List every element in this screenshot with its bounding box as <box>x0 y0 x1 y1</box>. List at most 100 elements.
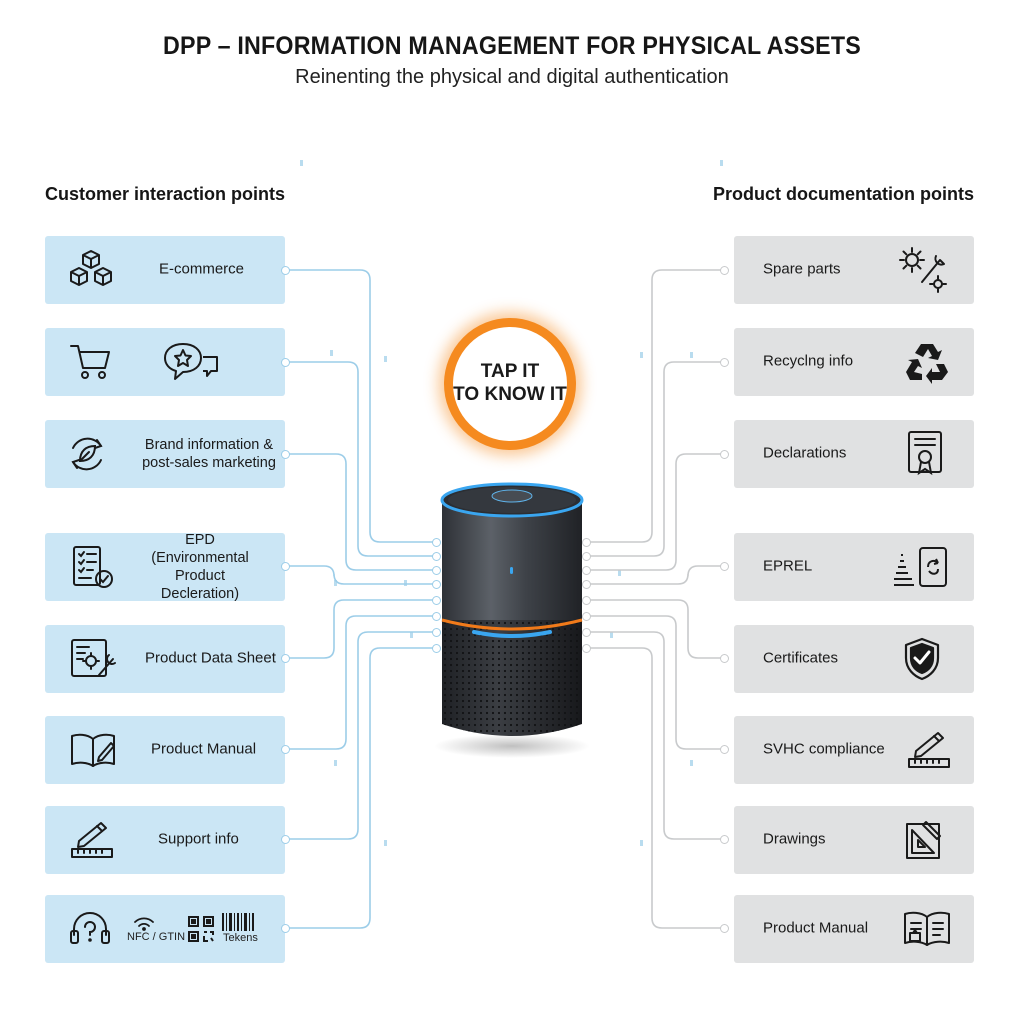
tap-line-1: TAP IT <box>480 361 540 383</box>
connector-endpoint <box>431 595 441 605</box>
background-mark <box>690 760 693 766</box>
card-label: Product Manual <box>763 919 869 937</box>
background-mark <box>690 352 693 358</box>
manual-book-icon <box>902 909 952 949</box>
background-mark <box>404 580 407 586</box>
connector-endpoint <box>280 744 290 754</box>
card-brand-information[interactable]: Brand information &post-sales marketing <box>45 420 285 488</box>
card-connectivity[interactable]: NFC / GTIN Tekens <box>45 895 285 963</box>
connector-line <box>285 565 436 585</box>
connector-endpoint <box>280 449 290 459</box>
smart-speaker-icon[interactable] <box>430 470 594 760</box>
connector-endpoint <box>581 537 591 547</box>
connector-line <box>285 269 436 543</box>
card-label: Declarations <box>763 444 847 462</box>
energy-label-icon <box>892 545 950 589</box>
background-mark <box>410 632 413 638</box>
tokens-label: Tekens <box>223 932 258 944</box>
connector-endpoint <box>280 357 290 367</box>
background-mark <box>330 350 333 356</box>
background-mark <box>720 160 723 166</box>
card-product-data-sheet[interactable]: Product Data Sheet <box>45 625 285 693</box>
connector-line <box>285 599 436 659</box>
card-drawings[interactable]: Drawings <box>734 806 974 874</box>
background-mark <box>334 760 337 766</box>
card-support-info[interactable]: Support info <box>45 806 285 874</box>
connector-endpoint <box>581 579 591 589</box>
card-recycling-info[interactable]: Recyclng info <box>734 328 974 396</box>
connector-endpoint <box>719 744 729 754</box>
star-chat-icon <box>163 341 221 383</box>
connector-line <box>285 615 436 750</box>
headset-question-icon <box>69 909 111 949</box>
card-label: Certificates <box>763 649 839 667</box>
background-mark <box>610 632 613 638</box>
background-mark <box>300 160 303 166</box>
card-shop-reviews[interactable] <box>45 328 285 396</box>
connector-endpoint <box>719 265 729 275</box>
connector-endpoint <box>431 627 441 637</box>
connector-endpoint <box>431 643 441 653</box>
connector-endpoint <box>280 834 290 844</box>
connector-endpoint <box>581 565 591 575</box>
open-book-icon <box>69 731 117 769</box>
qr-code-icon <box>187 915 215 943</box>
connector-endpoint <box>280 923 290 933</box>
ruler-pencil-icon <box>69 819 115 861</box>
barcode-icon <box>221 913 257 931</box>
connector-endpoint <box>280 265 290 275</box>
card-certificates[interactable]: Certificates <box>734 625 974 693</box>
connector-endpoint <box>719 923 729 933</box>
connector-endpoint <box>431 611 441 621</box>
connector-endpoint <box>719 834 729 844</box>
connector-endpoint <box>581 611 591 621</box>
card-label: E-commerce <box>159 260 245 278</box>
checklist-icon <box>71 544 115 590</box>
right-column-heading: Product documentation points <box>713 184 974 204</box>
gears-wrench-icon <box>898 246 950 294</box>
background-mark <box>640 352 643 358</box>
connector-endpoint <box>581 643 591 653</box>
card-product-manual-right[interactable]: Product Manual <box>734 895 974 963</box>
card-eprel[interactable]: EPREL <box>734 533 974 601</box>
card-svhc-compliance[interactable]: SVHC compliance <box>734 716 974 784</box>
connector-endpoint <box>280 561 290 571</box>
page-subtitle: Reinenting the physical and digital auth… <box>295 66 729 88</box>
connector-endpoint <box>719 357 729 367</box>
nfc-gtin-label: NFC / GTIN <box>127 931 186 943</box>
connector-endpoint <box>431 565 441 575</box>
recycle-icon <box>904 340 950 384</box>
cubes-icon <box>67 248 115 292</box>
certificate-doc-icon <box>906 429 944 479</box>
card-label: Product Manual <box>151 740 257 758</box>
connector-line <box>586 647 724 929</box>
background-mark <box>618 570 621 576</box>
card-e-commerce[interactable]: E-commerce <box>45 236 285 304</box>
connector-line <box>285 647 436 929</box>
drafting-icon <box>904 818 944 862</box>
card-label: Product Data Sheet <box>145 649 276 667</box>
datasheet-tools-icon <box>69 637 117 681</box>
card-label: Spare parts <box>763 260 841 278</box>
connector-endpoint <box>431 579 441 589</box>
connector-line <box>586 631 724 840</box>
connector-endpoint <box>581 595 591 605</box>
connector-endpoint <box>719 653 729 663</box>
left-column-heading: Customer interaction points <box>45 184 286 204</box>
connector-endpoint <box>431 551 441 561</box>
connector-line <box>586 565 724 585</box>
connector-line <box>285 453 436 571</box>
card-product-manual-left[interactable]: Product Manual <box>45 716 285 784</box>
connector-line <box>285 361 436 557</box>
card-label: SVHC compliance <box>763 740 885 758</box>
tap-it-badge[interactable]: TAP IT TO KNOW IT <box>444 318 576 450</box>
card-spare-parts[interactable]: Spare parts <box>734 236 974 304</box>
card-declarations[interactable]: Declarations <box>734 420 974 488</box>
card-label: EPREL <box>763 557 813 575</box>
connector-line <box>586 453 724 571</box>
connector-line <box>285 631 436 840</box>
connector-line <box>586 269 724 543</box>
tap-line-2: TO KNOW IT <box>453 384 567 405</box>
